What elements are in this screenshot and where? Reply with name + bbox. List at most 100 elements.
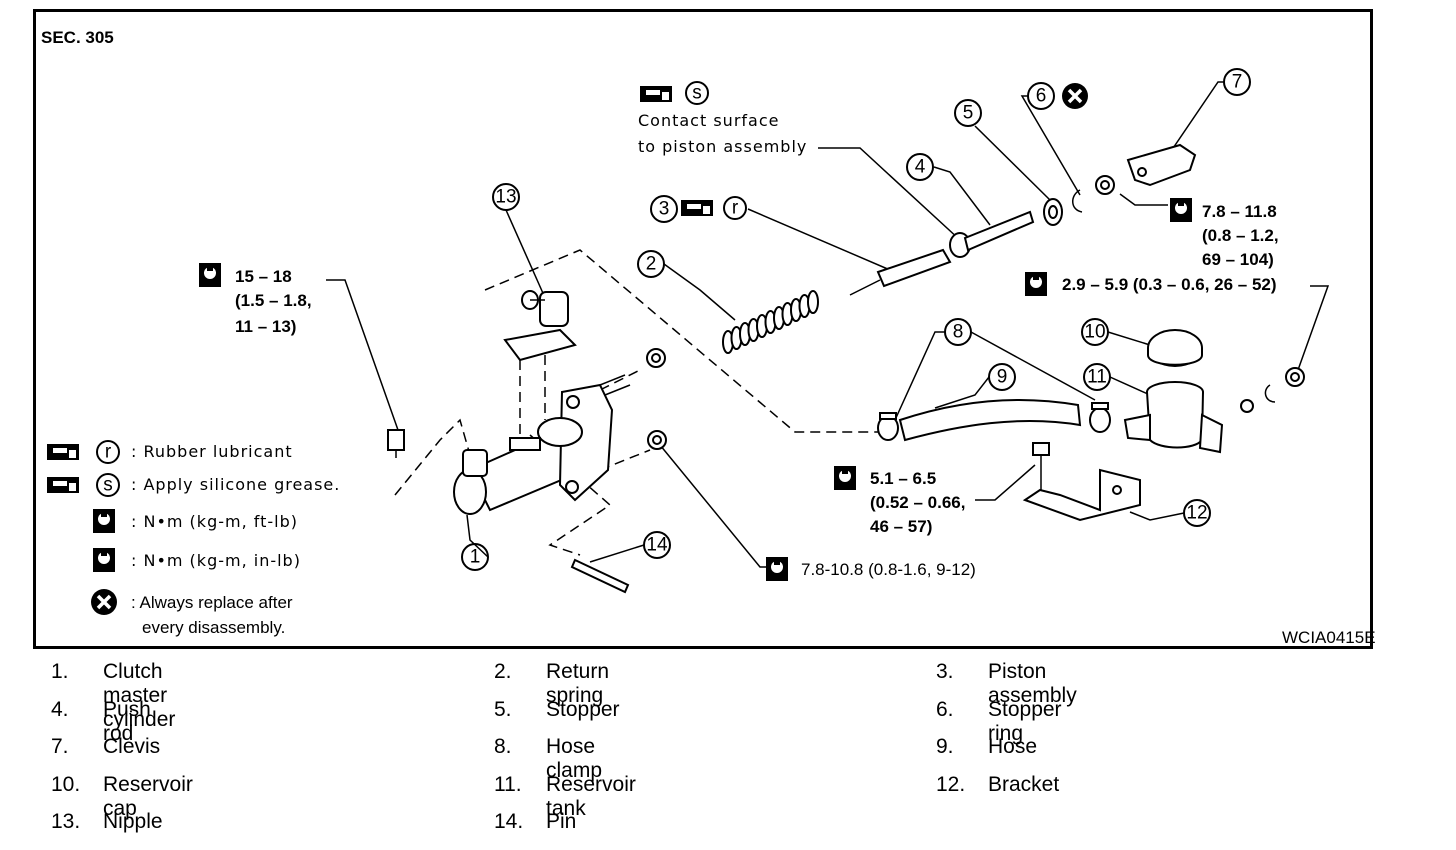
svg-text:13: 13 bbox=[495, 187, 516, 208]
torque-78-line2: (0.8 – 1.2, bbox=[1202, 226, 1279, 245]
part-number: 1. bbox=[51, 660, 69, 683]
torque-51-line3: 46 – 57) bbox=[870, 517, 932, 536]
part-name: Pin bbox=[546, 810, 577, 833]
part-number: 12. bbox=[936, 772, 966, 796]
part-hose-clamp-right bbox=[1089, 402, 1111, 433]
torque-icon-51 bbox=[834, 466, 856, 490]
part-tank-washer bbox=[1240, 399, 1254, 413]
torque-108: 7.8-10.8 (0.8-1.6, 9-12) bbox=[801, 560, 976, 579]
svg-text:5: 5 bbox=[963, 103, 974, 124]
callout-1: 1 bbox=[461, 543, 489, 571]
part-nut-lower bbox=[647, 430, 667, 450]
part-name: Clevis bbox=[103, 735, 161, 758]
torque-icon-29 bbox=[1025, 272, 1047, 296]
part-number: 6. bbox=[936, 697, 954, 721]
svg-text:11: 11 bbox=[1087, 367, 1107, 388]
section-title: SEC. 305 bbox=[41, 28, 114, 47]
svg-text:6: 6 bbox=[1036, 86, 1047, 107]
callout-5: 5 bbox=[954, 99, 982, 127]
torque-29: 2.9 – 5.9 (0.3 – 0.6, 26 – 52) bbox=[1062, 275, 1277, 294]
torque-78-line1: 7.8 – 11.8 bbox=[1202, 202, 1277, 221]
svg-text:8: 8 bbox=[953, 322, 964, 343]
svg-text:12: 12 bbox=[1186, 503, 1207, 524]
callout-8: 8 bbox=[944, 318, 972, 346]
part-number: 2. bbox=[494, 660, 512, 683]
callout-4: 4 bbox=[906, 153, 934, 181]
legend-replace-line2: every disassembly. bbox=[142, 618, 285, 637]
figure-code: WCIA0415E bbox=[1282, 628, 1376, 647]
part-number: 5. bbox=[494, 697, 512, 721]
callout-12: 12 bbox=[1183, 499, 1211, 527]
svg-text:s: s bbox=[692, 83, 702, 104]
legend-nm-ftlb: : N•m (kg-m, ft-lb) bbox=[131, 512, 298, 531]
torque-icon-108 bbox=[766, 557, 788, 581]
part-number: 9. bbox=[936, 735, 954, 758]
callout-10: 10 bbox=[1081, 318, 1109, 346]
part-stopper bbox=[1043, 198, 1063, 226]
part-name: Nipple bbox=[103, 810, 163, 833]
callout-2: 2 bbox=[637, 250, 665, 278]
contact-surface-symbol: s bbox=[640, 81, 709, 105]
contact-surface-line2: to piston assembly bbox=[638, 137, 807, 156]
callout-9: 9 bbox=[988, 363, 1016, 391]
torque-78-line3: 69 – 104) bbox=[1202, 250, 1274, 269]
part-return-spring bbox=[722, 290, 819, 354]
part-bleeder bbox=[387, 429, 405, 458]
part-clutch-master-cylinder bbox=[453, 383, 614, 515]
svg-text:2: 2 bbox=[646, 254, 657, 275]
part-bracket bbox=[1022, 468, 1141, 522]
replace-symbol-callout-6 bbox=[1060, 81, 1090, 111]
part-reservoir-cap bbox=[1147, 329, 1203, 367]
part-name: Clutch master cylinder bbox=[103, 660, 176, 731]
part-bracket-bolt bbox=[1032, 442, 1050, 495]
part-name: Stopper ring bbox=[988, 697, 1062, 745]
exploded-diagram: SEC. 305 1 2 3 4 5 6 7 8 9 10 11 12 13 1… bbox=[41, 28, 1376, 647]
svg-text:10: 10 bbox=[1084, 322, 1105, 343]
legend-rubber: : Rubber lubricant bbox=[131, 442, 293, 461]
part-name: Piston assembly bbox=[988, 660, 1077, 707]
callout-6: 6 bbox=[1027, 82, 1055, 110]
part-clevis bbox=[1126, 143, 1197, 187]
part-pin bbox=[570, 558, 630, 594]
callout-7: 7 bbox=[1223, 68, 1251, 96]
part-hose-clamp-left bbox=[877, 412, 899, 441]
callout-11: 11 bbox=[1083, 363, 1111, 391]
part-reservoir-tank bbox=[1123, 381, 1224, 454]
callout-14: 14 bbox=[643, 531, 671, 559]
symbol-legend: r : Rubber lubricant s : Apply silicone … bbox=[47, 440, 340, 637]
part-name: Bracket bbox=[988, 772, 1060, 796]
part-number: 10. bbox=[51, 772, 81, 796]
part-number: 7. bbox=[51, 735, 69, 758]
part-number: 8. bbox=[494, 735, 512, 758]
contact-surface-line1: Contact surface bbox=[638, 111, 779, 130]
svg-text:4: 4 bbox=[915, 157, 926, 178]
torque-15-line2: (1.5 – 1.8, bbox=[235, 291, 312, 310]
legend-silicone: : Apply silicone grease. bbox=[131, 475, 340, 494]
svg-text:7: 7 bbox=[1232, 72, 1243, 93]
svg-text:14: 14 bbox=[646, 535, 668, 556]
part-hose bbox=[898, 399, 1082, 442]
leader-lines bbox=[326, 81, 1330, 568]
part-number: 11. bbox=[494, 772, 522, 796]
torque-icon-78 bbox=[1170, 198, 1192, 222]
legend-replace-line1: : Always replace after bbox=[131, 593, 293, 612]
part-name: Hose bbox=[988, 735, 1038, 758]
callout-3: 3 bbox=[650, 195, 678, 223]
part-stopper-ring bbox=[1072, 189, 1083, 213]
part-number: 14. bbox=[494, 810, 524, 833]
svg-text:r: r bbox=[732, 198, 739, 219]
part-push-rod bbox=[949, 210, 1035, 258]
svg-text:1: 1 bbox=[470, 547, 481, 568]
svg-text:9: 9 bbox=[997, 367, 1008, 388]
part-nut-upper bbox=[646, 348, 666, 368]
part-tank-ring bbox=[1264, 384, 1276, 403]
part-name: Return spring bbox=[546, 660, 610, 707]
torque-15-line3: 11 – 13) bbox=[235, 317, 296, 336]
part-number: 13. bbox=[51, 810, 81, 833]
part-nipple bbox=[503, 290, 577, 362]
part-name: Reservoir tank bbox=[546, 772, 636, 820]
svg-text:3: 3 bbox=[659, 199, 670, 220]
part-stud-bolt bbox=[599, 374, 631, 396]
svg-text:r: r bbox=[105, 442, 112, 463]
svg-text:s: s bbox=[103, 475, 113, 496]
